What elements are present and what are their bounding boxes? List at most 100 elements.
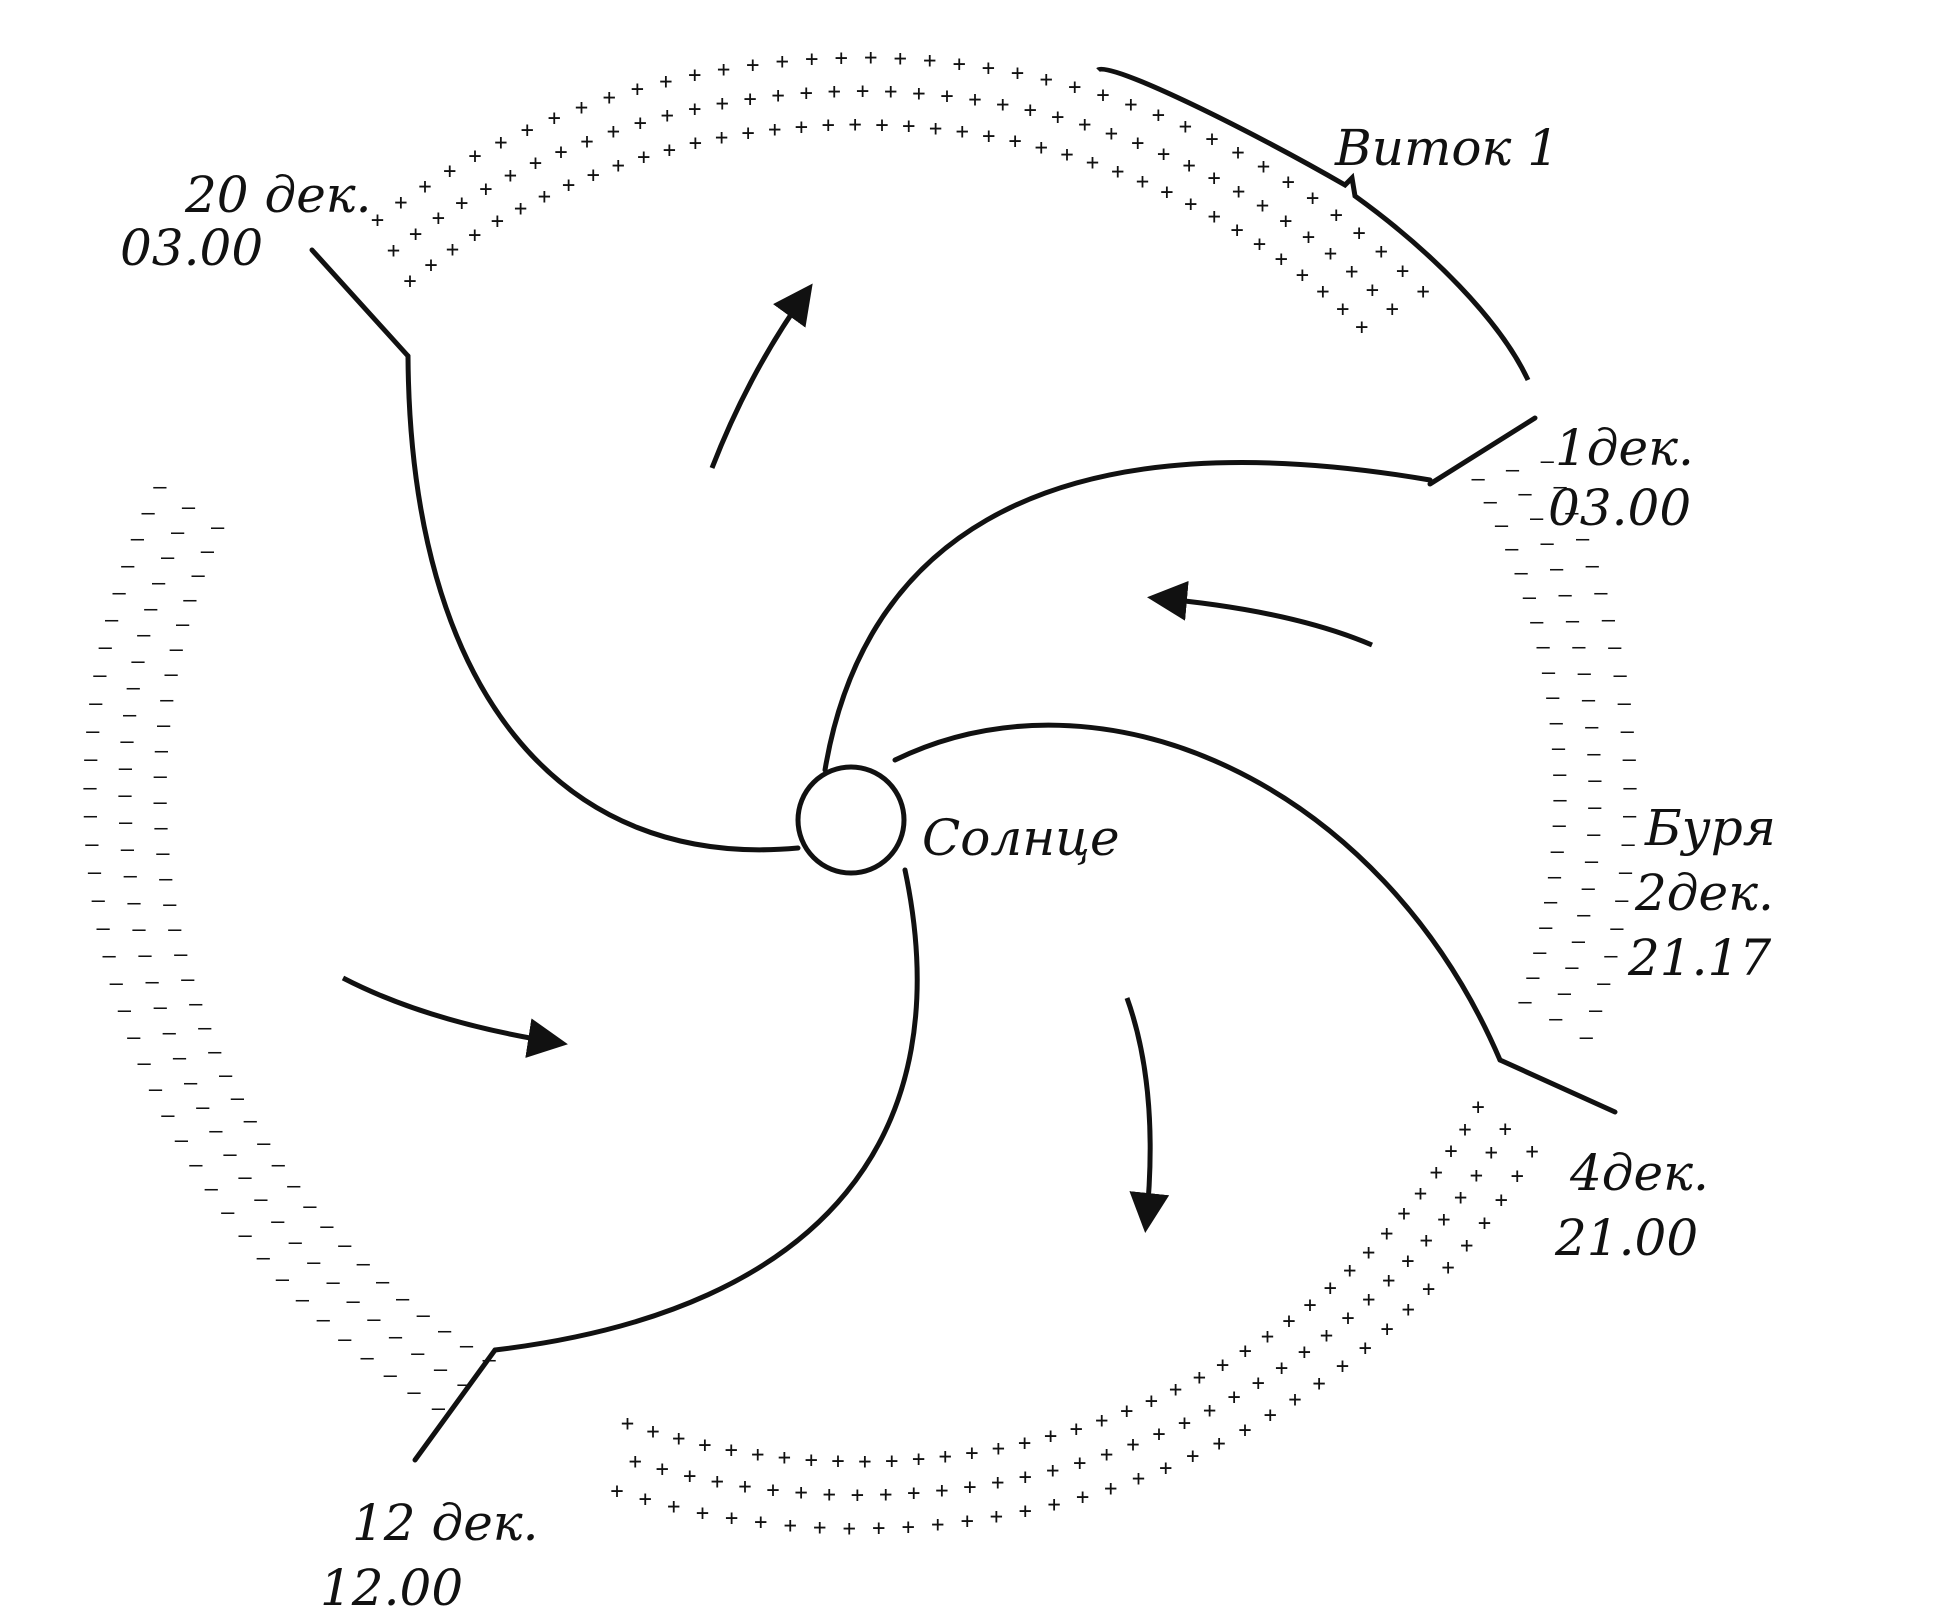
positive-polarity-mark: +: [1227, 1385, 1240, 1410]
positive-polarity-mark: +: [715, 126, 728, 151]
positive-polarity-mark: +: [1047, 1493, 1060, 1518]
negative-polarity-mark: –: [1619, 860, 1633, 885]
negative-polarity-mark: –: [1582, 876, 1596, 901]
negative-polarity-mark: –: [182, 496, 196, 521]
positive-polarity-mark: +: [848, 113, 861, 138]
boundary-1dec-date: 1дек.: [1555, 419, 1694, 477]
boundary-tick-20dec: [309, 247, 411, 359]
positive-polarity-mark: +: [1316, 280, 1329, 305]
negative-polarity-mark: –: [1576, 527, 1590, 552]
negative-polarity-mark: –: [407, 1380, 421, 1405]
positive-polarity-mark: +: [902, 1515, 915, 1540]
negative-polarity-mark: –: [1553, 814, 1567, 839]
positive-polarity-mark: +: [968, 88, 981, 113]
negative-polarity-mark: –: [110, 971, 124, 996]
positive-polarity-mark: +: [631, 77, 644, 102]
positive-polarity-mark: +: [1068, 75, 1081, 100]
negative-polarity-mark: –: [160, 688, 174, 713]
negative-polarity-mark: –: [1540, 532, 1554, 557]
positive-polarity-mark: +: [504, 164, 517, 189]
sun: [795, 764, 907, 876]
positive-polarity-mark: +: [698, 1433, 711, 1458]
positive-polarity-mark: +: [603, 86, 616, 111]
negative-polarity-mark: –: [119, 810, 133, 835]
negative-polarity-mark: –: [191, 563, 205, 588]
negative-polarity-mark: –: [105, 608, 119, 633]
rotation-arrow-bottom: [1124, 997, 1170, 1233]
negative-polarity-mark: –: [1518, 990, 1532, 1015]
negative-polarity-mark: –: [131, 527, 145, 552]
positive-polarity-mark: +: [939, 1445, 952, 1470]
positive-polarity-mark: +: [1324, 1276, 1337, 1301]
positive-polarity-mark: +: [725, 1506, 738, 1531]
negative-polarity-mark: –: [159, 867, 173, 892]
positive-polarity-mark: +: [1296, 263, 1309, 288]
negative-polarity-mark: –: [482, 1348, 496, 1373]
negative-polarity-mark: –: [287, 1174, 301, 1199]
positive-polarity-mark: +: [1231, 140, 1244, 165]
positive-polarity-mark: +: [688, 97, 701, 122]
negative-polarity-mark: –: [184, 1071, 198, 1096]
positive-polarity-mark: +: [754, 1510, 767, 1535]
positive-polarity-mark: +: [929, 116, 942, 141]
positive-polarity-mark: +: [1232, 179, 1245, 204]
positive-polarity-mark: +: [1261, 1325, 1274, 1350]
positive-polarity-mark: +: [443, 159, 456, 184]
positive-polarity-mark: +: [1471, 1095, 1484, 1120]
positive-polarity-mark: +: [1422, 1277, 1435, 1302]
negative-polarity-mark: –: [99, 636, 113, 661]
positive-polarity-mark: +: [1303, 1293, 1316, 1318]
positive-polarity-mark: +: [746, 53, 759, 78]
positive-polarity-mark: +: [659, 69, 672, 94]
storm-date: 2дек.: [1634, 864, 1774, 922]
negative-polarity-mark: –: [173, 1046, 187, 1071]
negative-polarity-mark: –: [84, 748, 98, 773]
negative-polarity-mark: –: [1541, 449, 1555, 474]
positive-polarity-mark: +: [1478, 1211, 1491, 1236]
negative-polarity-mark: –: [1623, 776, 1637, 801]
field-line-lower-left: [492, 867, 920, 1353]
negative-polarity-mark: –: [276, 1267, 290, 1292]
negative-polarity-mark: –: [174, 943, 188, 968]
positive-polarity-mark: +: [1136, 169, 1149, 194]
positive-polarity-mark: +: [479, 177, 492, 202]
positive-polarity-mark: +: [468, 223, 481, 248]
positive-polarity-mark: +: [1396, 259, 1409, 284]
orbit-bracket: [1096, 66, 1531, 382]
positive-polarity-mark: +: [982, 124, 995, 149]
positive-polarity-mark: +: [580, 129, 593, 154]
negative-polarity-mark: –: [1549, 1007, 1563, 1032]
positive-polarity-mark: +: [990, 1505, 1003, 1530]
positive-polarity-mark: +: [766, 1478, 779, 1503]
positive-polarity-mark: +: [1420, 1228, 1433, 1253]
positive-polarity-mark: +: [562, 173, 575, 198]
positive-polarity-mark: +: [1312, 1371, 1325, 1396]
positive-polarity-mark: +: [1120, 1399, 1133, 1424]
negative-polarity-mark: –: [326, 1270, 340, 1295]
negative-polarity-mark: –: [1610, 916, 1624, 941]
negative-polarity-mark: –: [1618, 691, 1632, 716]
positive-polarity-mark: +: [991, 1471, 1004, 1496]
orbit-label: Виток 1: [1334, 119, 1559, 177]
positive-polarity-mark: +: [953, 52, 966, 77]
positive-polarity-mark: +: [1380, 1221, 1393, 1246]
positive-polarity-mark: +: [743, 87, 756, 112]
positive-polarity-mark: +: [432, 206, 445, 231]
negative-polarity-mark: –: [183, 588, 197, 613]
negative-polarity-mark: –: [124, 864, 138, 889]
positive-polarity-mark: +: [424, 253, 437, 278]
negative-polarity-mark: –: [1505, 537, 1519, 562]
boundary-tick-4dec: [1497, 1057, 1618, 1115]
field-line-upper-left: [405, 353, 801, 853]
negative-polarity-mark: –: [357, 1252, 371, 1277]
positive-polarity-mark: +: [1095, 1408, 1108, 1433]
negative-polarity-mark: –: [201, 539, 215, 564]
positive-polarity-mark: +: [409, 222, 422, 247]
negative-polarity-mark: –: [171, 520, 185, 545]
boundary-12dec-date: 12 дек.: [352, 1494, 539, 1552]
positive-polarity-mark: +: [548, 106, 561, 131]
positive-polarity-mark: +: [1239, 1339, 1252, 1364]
negative-polarity-mark: –: [1621, 832, 1635, 857]
negative-polarity-mark: –: [1523, 586, 1537, 611]
positive-polarity-mark: +: [717, 57, 730, 82]
